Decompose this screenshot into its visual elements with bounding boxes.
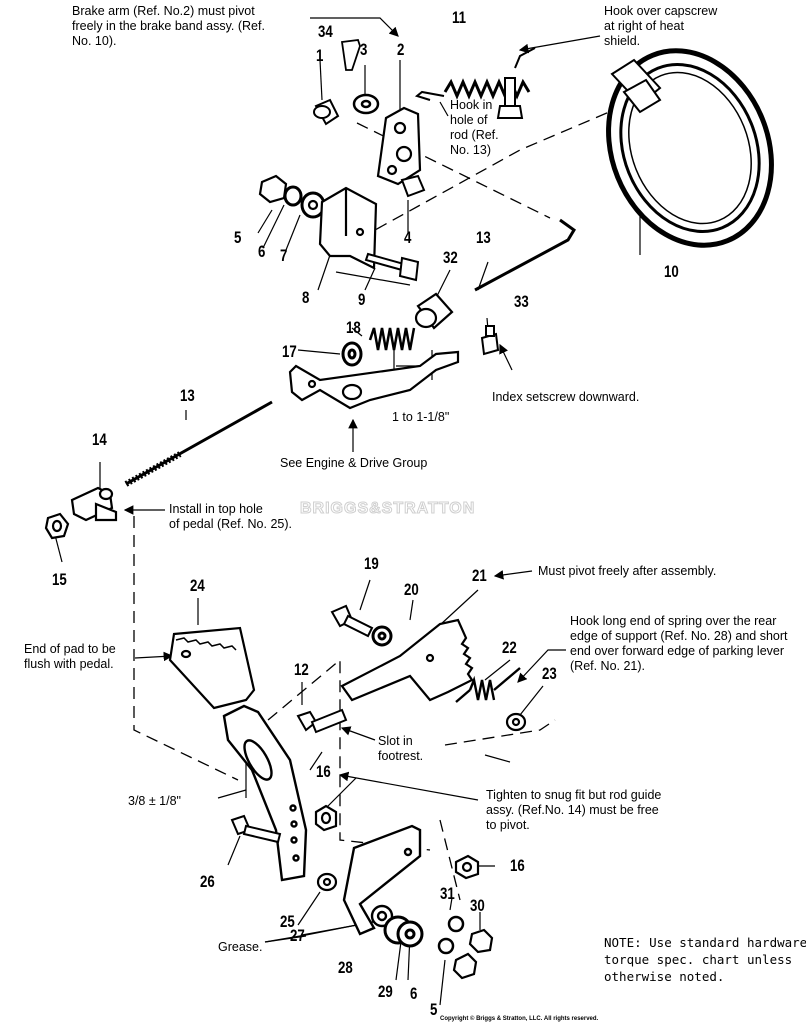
brake-arm-part-2	[376, 106, 422, 186]
brand-watermark: BRIGGS&STRATTON	[299, 500, 476, 518]
ref-29: 29	[378, 982, 393, 1001]
pedal-part-25	[222, 704, 308, 882]
ref-24: 24	[190, 576, 205, 595]
support-part-28	[342, 824, 422, 936]
note-index-setscrew: Index setscrew downward.	[492, 390, 640, 404]
rod-part-13-upper	[474, 218, 576, 292]
brake-band-part-10	[606, 48, 774, 248]
ref-30: 30	[470, 896, 485, 915]
ref-1: 1	[316, 46, 324, 65]
washers-part-29	[383, 915, 424, 948]
washer-part-31	[447, 915, 465, 933]
ref-27: 27	[290, 926, 305, 945]
note-spring-gap: 1 to 1-1/8"	[392, 410, 450, 424]
ref-33: 33	[514, 292, 529, 311]
leader-lines	[54, 17, 641, 1006]
note-tighten: Tighten to snug fit but rod guide assy. …	[486, 788, 662, 832]
ref-3: 3	[360, 40, 368, 59]
nut-part-16-lower	[454, 854, 480, 880]
ref-28: 28	[338, 958, 353, 977]
note-hardware-torque: NOTE: Use standard hardware torque spec.…	[604, 935, 806, 984]
ref-19: 19	[364, 554, 379, 573]
ref-18: 18	[346, 318, 361, 337]
ref-6-upper: 6	[258, 242, 266, 261]
rod-part-13-lower	[124, 400, 273, 487]
ref-17: 17	[282, 342, 297, 361]
brake-lever	[288, 350, 460, 410]
ref-11: 11	[452, 8, 467, 27]
ref-20: 20	[404, 580, 419, 599]
note-hook-spring: Hook long end of spring over the rear ed…	[570, 614, 788, 673]
note-hook-capscrew: Hook over capscrew at right of heat shie…	[604, 4, 718, 48]
dashed-assembly-lines	[133, 97, 643, 901]
note-see-engine-drive: See Engine & Drive Group	[280, 456, 428, 470]
ref-32: 32	[443, 248, 458, 267]
ref-25: 25	[280, 912, 295, 931]
note-must-pivot: Must pivot freely after assembly.	[538, 564, 717, 578]
note-pad-flush: End of pad to be flush with pedal.	[24, 642, 116, 671]
note-slot-footrest: Slot in footrest.	[378, 734, 424, 763]
bushing-part-32	[414, 292, 454, 330]
ref-31: 31	[440, 884, 455, 903]
rod-guide-part-14	[70, 486, 118, 522]
copyright-line: Copyright © Briggs & Stratton, LLC. All …	[440, 1016, 599, 1022]
ref-7: 7	[280, 246, 288, 265]
ref-14: 14	[92, 430, 107, 449]
ref-16-lower: 16	[510, 856, 525, 875]
spring-part-18	[368, 327, 416, 351]
washer-part-20	[371, 625, 393, 647]
note-install-top-hole: Install in top hole of pedal (Ref. No. 2…	[169, 502, 292, 531]
ref-15: 15	[52, 570, 67, 589]
nut-part-16-upper	[314, 804, 338, 832]
washer-part-3	[352, 93, 380, 115]
pin-part-1	[313, 98, 340, 126]
cotter-pin-part-34	[340, 39, 361, 71]
ref-23: 23	[542, 664, 557, 683]
ref-6-lower: 6	[410, 984, 418, 1003]
ref-2: 2	[397, 40, 405, 59]
note-pad-offset: 3/8 ± 1/8"	[128, 794, 181, 808]
bolt-part-9	[364, 252, 420, 282]
bolt-part-12	[296, 708, 348, 734]
ref-8: 8	[302, 288, 310, 307]
ref-26: 26	[200, 872, 215, 891]
capscrew	[496, 77, 524, 119]
spacer-part-4	[400, 174, 426, 198]
note-brake-arm: Brake arm (Ref. No.2) must pivot freely …	[72, 4, 265, 48]
bolt-part-19	[330, 604, 374, 638]
parking-lever-part-21	[340, 618, 474, 702]
nut-washer-stack	[258, 174, 326, 219]
nut-part-30	[468, 928, 494, 954]
bolt-part-26	[230, 814, 282, 844]
ref-22: 22	[502, 638, 517, 657]
spacer-part-27	[316, 872, 338, 892]
ref-16-upper: 16	[316, 762, 331, 781]
washer-part-6-lower	[437, 937, 455, 955]
spring-part-11	[414, 47, 536, 101]
nut-part-5-lower	[452, 952, 478, 980]
ref-21: 21	[472, 566, 487, 585]
ref-5-upper: 5	[234, 228, 242, 247]
ref-9: 9	[358, 290, 366, 309]
ref-10: 10	[664, 262, 679, 281]
ref-4: 4	[404, 228, 412, 247]
washer-part-17	[341, 341, 363, 367]
ref-12: 12	[294, 660, 309, 679]
spacer-part-23	[505, 712, 527, 732]
pad-part-24	[168, 626, 256, 710]
setscrew-part-33	[480, 325, 500, 356]
ref-34: 34	[318, 22, 333, 41]
bracket-part-8	[318, 186, 378, 270]
note-hook-hole: Hook in hole of rod (Ref. No. 13)	[450, 98, 499, 157]
ref-13-upper: 13	[476, 228, 491, 247]
spring-part-22	[455, 667, 521, 703]
ref-13-lower: 13	[180, 386, 195, 405]
ref-5-lower: 5	[430, 1000, 438, 1019]
nut-part-15	[44, 512, 70, 540]
note-grease: Grease.	[218, 940, 263, 954]
